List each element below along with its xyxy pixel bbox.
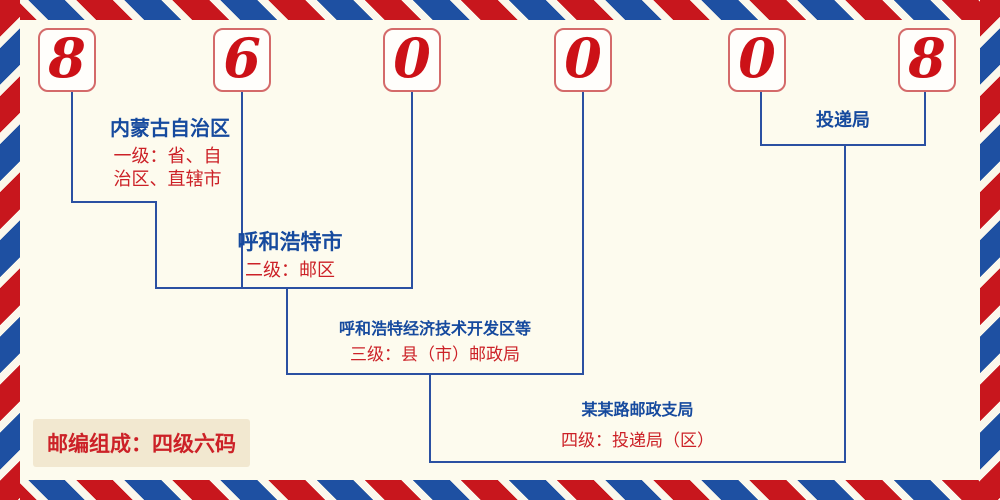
level2-name: 呼和浩特市 — [237, 231, 343, 254]
level3-desc: 三级：县（市）邮政局 — [350, 345, 520, 364]
level1-desc-line1: 一级：省、自 — [113, 146, 222, 166]
digit-2: 6 — [223, 26, 261, 90]
line-level4-bottom — [429, 461, 846, 463]
digit-5: 0 — [738, 26, 776, 90]
line-digit1-drop — [71, 92, 73, 203]
level4-desc: 四级：投递局（区） — [561, 431, 714, 450]
line-level3-bottom — [286, 373, 584, 375]
level4-name: 某某路邮政支局 — [581, 402, 694, 419]
digit-box-2: 6 — [213, 28, 271, 92]
digit-3: 0 — [393, 26, 431, 90]
line-level3-to-level4 — [429, 373, 431, 463]
level1-name: 内蒙古自治区 — [110, 118, 230, 140]
level1-desc-line2: 治区、直辖市 — [113, 169, 222, 189]
composition-badge: 邮编组成：四级六码 — [33, 419, 250, 467]
line-digit3-drop — [411, 92, 413, 289]
digit-1: 8 — [48, 26, 86, 90]
line-level2-to-level3 — [286, 287, 288, 375]
digit-4: 0 — [564, 26, 602, 90]
digit-box-5: 0 — [728, 28, 786, 92]
line-delivery-bottom — [761, 144, 926, 146]
digit-box-1: 8 — [38, 28, 96, 92]
level2-desc: 二级：邮区 — [245, 260, 335, 280]
digit-box-4: 0 — [554, 28, 612, 92]
airmail-border-right-icon — [980, 0, 1000, 500]
airmail-border-top-icon — [0, 0, 1000, 20]
line-digit6-drop — [924, 92, 926, 146]
delivery-office-label: 投递局 — [816, 110, 870, 130]
line-level1-bottom — [71, 201, 157, 203]
line-delivery-to-level4 — [844, 144, 846, 463]
digit-box-3: 0 — [383, 28, 441, 92]
digit-6: 8 — [908, 26, 946, 90]
airmail-border-left-icon — [0, 0, 20, 500]
line-level2-bottom — [155, 287, 413, 289]
line-digit2-drop — [241, 92, 243, 289]
airmail-border-bottom-icon — [0, 480, 1000, 500]
line-digit4-drop — [582, 92, 584, 375]
line-level1-to-level2 — [155, 201, 157, 289]
line-digit5-drop — [760, 92, 762, 146]
digit-box-6: 8 — [898, 28, 956, 92]
level3-name: 呼和浩特经济技术开发区等 — [338, 321, 531, 338]
